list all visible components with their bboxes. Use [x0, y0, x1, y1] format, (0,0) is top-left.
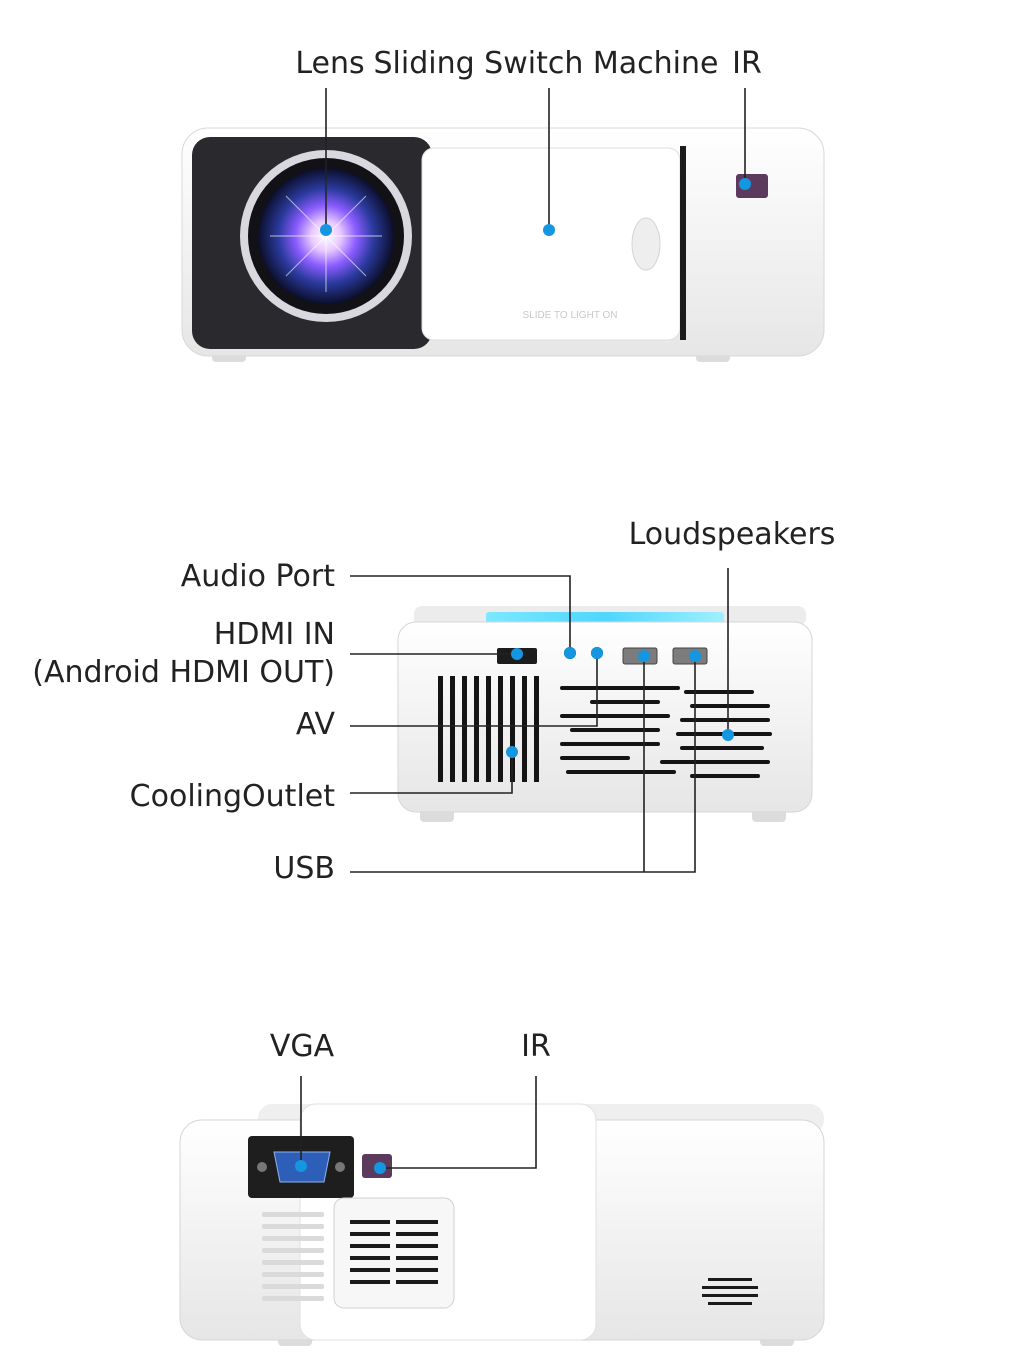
- lens-marker: [320, 224, 332, 236]
- speaker-grille: [560, 686, 772, 778]
- cooling-marker: [506, 746, 518, 758]
- label-av: AV: [296, 707, 336, 742]
- back-left-vent: [262, 1212, 324, 1301]
- ir-front-marker: [739, 178, 751, 190]
- back-view: VGA IR: [179, 1029, 825, 1346]
- slide-grip: [631, 217, 661, 271]
- slide-hint-text: SLIDE TO LIGHT ON: [522, 310, 617, 321]
- vga-marker: [295, 1160, 307, 1172]
- slide-gap: [680, 146, 686, 340]
- cooling-grille: [438, 676, 539, 782]
- ir-back-leader: [380, 1076, 537, 1169]
- ir-back-marker: [374, 1162, 386, 1174]
- label-ir-front: IR: [732, 46, 762, 81]
- usb-leader: [350, 656, 696, 873]
- side-view: Audio Port HDMI IN (Android HDMI OUT) AV…: [32, 517, 835, 886]
- hdmi-marker: [511, 648, 523, 660]
- usb-marker-2: [689, 650, 701, 662]
- filter-door: [333, 1197, 455, 1309]
- label-ir-back: IR: [521, 1029, 551, 1064]
- front-view: SLIDE TO LIGHT ON Lens Sliding Switch Ma…: [181, 46, 825, 362]
- label-usb: USB: [273, 851, 335, 886]
- back-speaker-grille: [702, 1278, 758, 1305]
- label-audio-port: Audio Port: [181, 559, 336, 594]
- vga-screw-left: [257, 1162, 267, 1172]
- label-cooling-outlet: CoolingOutlet: [130, 779, 336, 814]
- cooling-leader: [350, 752, 513, 794]
- label-hdmi-in: HDMI IN: [214, 617, 335, 652]
- usb-marker-1: [638, 650, 650, 662]
- slider-marker: [543, 224, 555, 236]
- label-vga: VGA: [270, 1029, 335, 1064]
- av-leader: [350, 653, 598, 727]
- audio-marker: [564, 647, 576, 659]
- speaker-marker: [722, 729, 734, 741]
- audio-leader: [350, 575, 571, 653]
- filter-grille: [350, 1220, 438, 1284]
- label-android-hdmi-out: (Android HDMI OUT): [32, 655, 335, 690]
- av-marker: [591, 647, 603, 659]
- vga-screw-right: [335, 1162, 345, 1172]
- label-sliding-switch: Sliding Switch Machine: [374, 46, 719, 81]
- label-loudspeakers: Loudspeakers: [629, 517, 836, 552]
- label-lens: Lens: [295, 46, 364, 81]
